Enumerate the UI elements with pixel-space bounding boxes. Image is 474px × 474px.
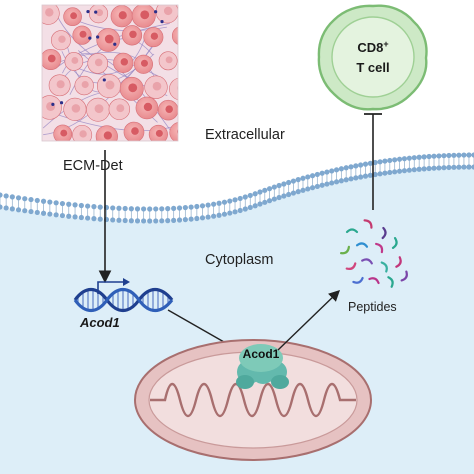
enzyme-to-peptides-arrow xyxy=(277,290,341,351)
tcell-icon xyxy=(317,4,428,111)
ecm-det-label: ECM-Det xyxy=(63,158,123,174)
peptides-label: Peptides xyxy=(348,300,397,314)
mitochondrion-icon xyxy=(134,339,372,461)
enzyme-label: Acod1 xyxy=(243,347,280,361)
tcell-label-line1: CD8+ xyxy=(357,39,388,55)
gene-label: Acod1 xyxy=(79,315,120,330)
tissue-image xyxy=(42,5,178,141)
cytoplasm-label: Cytoplasm xyxy=(205,252,274,268)
extracellular-label: Extracellular xyxy=(205,127,285,143)
tcell-label-line2: T cell xyxy=(356,60,389,75)
transcription-start-arrow xyxy=(97,281,123,294)
enzyme-icon xyxy=(236,344,289,389)
tcell-superscript: + xyxy=(383,39,388,49)
dna-helix-icon xyxy=(73,278,174,313)
peptide-fragments-icon xyxy=(340,219,408,288)
cell-membrane xyxy=(0,152,474,224)
